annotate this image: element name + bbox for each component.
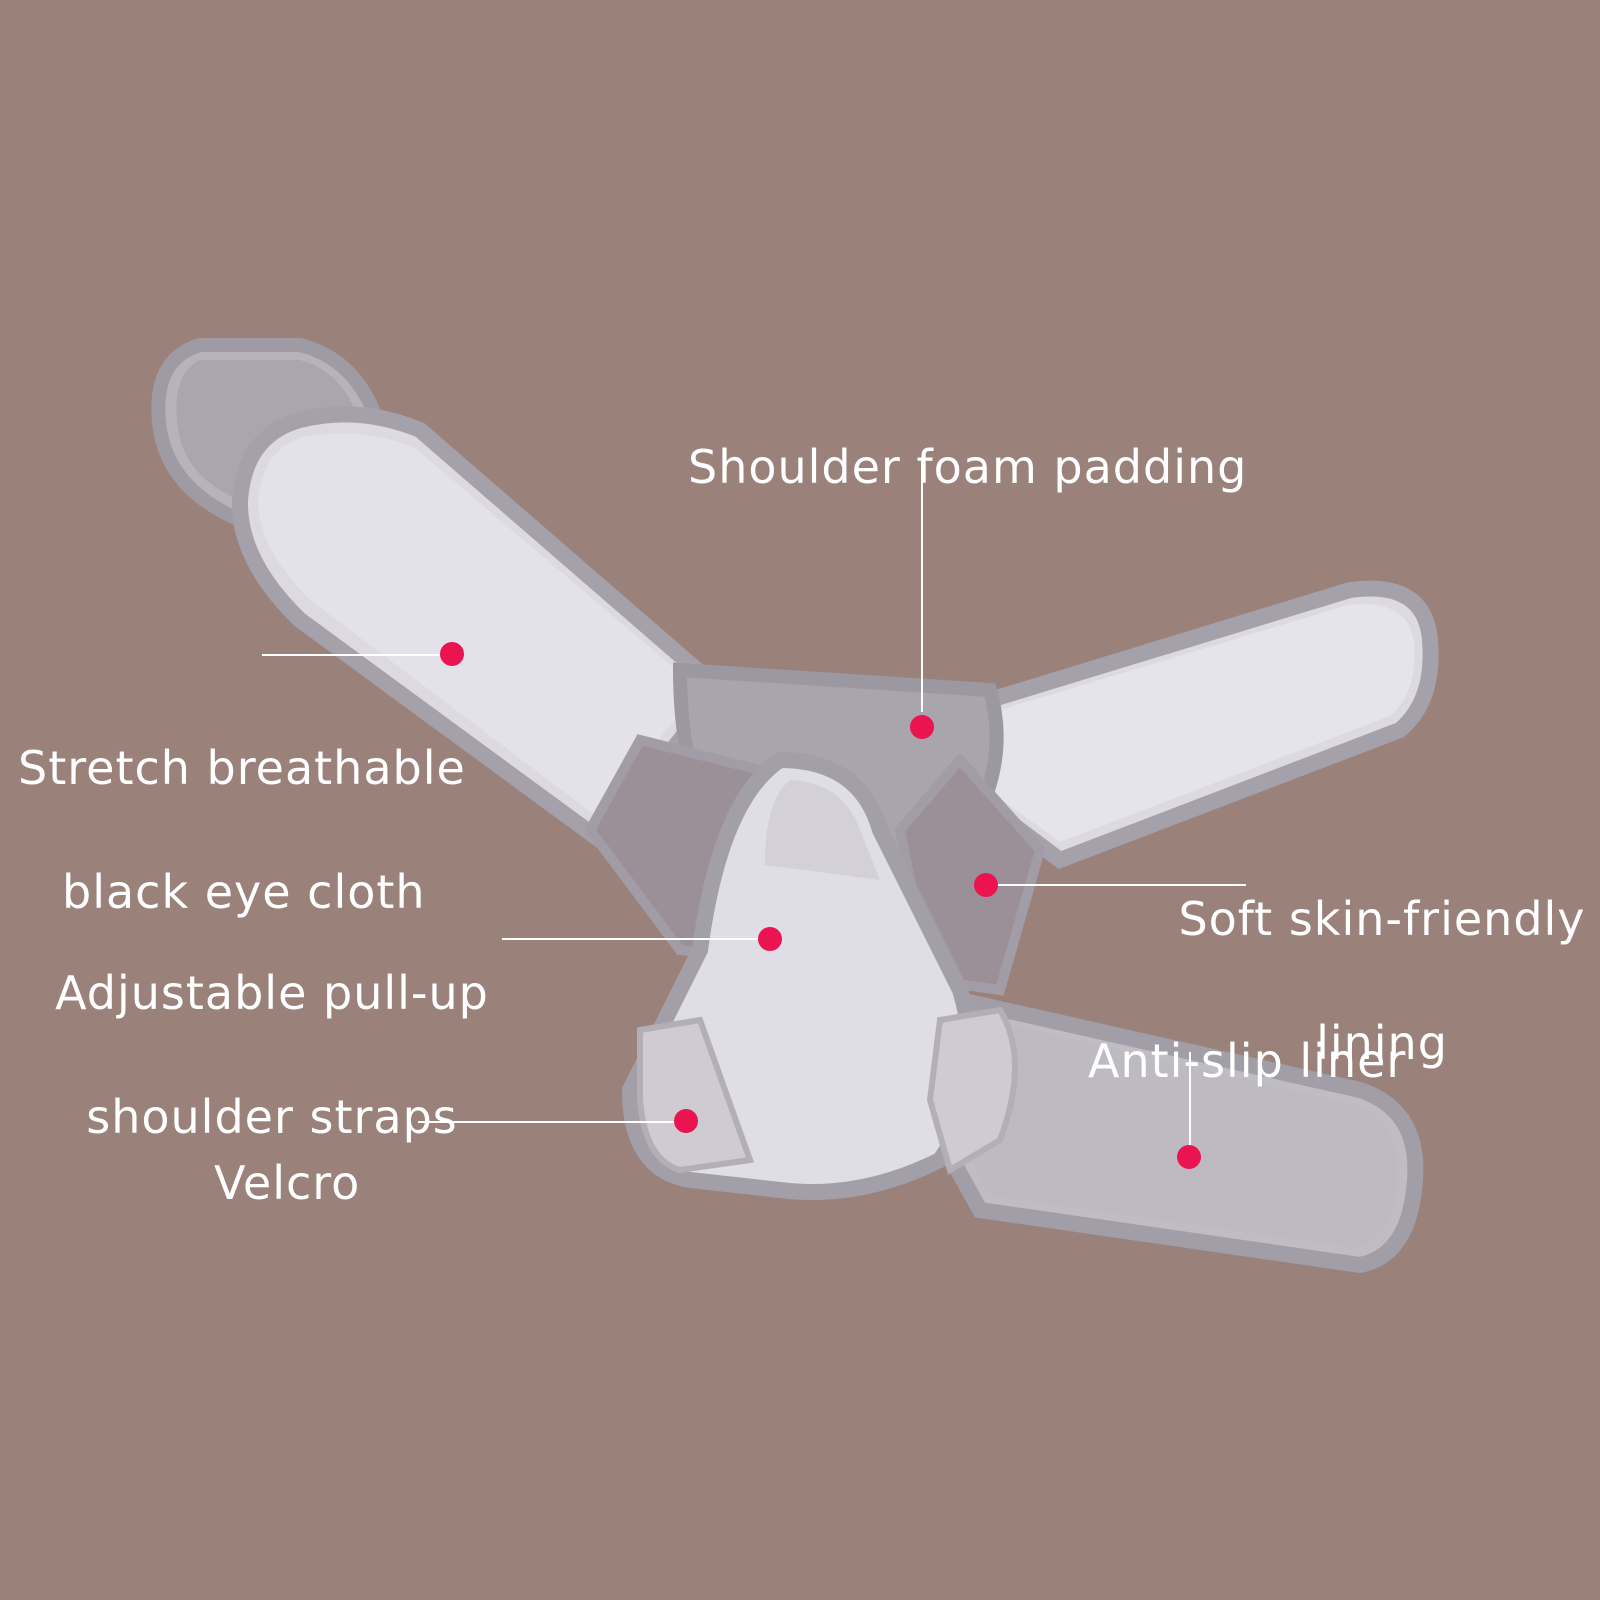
label-stretch-breathable-cloth: Stretch breathable black eye cloth xyxy=(18,675,498,985)
right-strap xyxy=(971,580,1439,870)
marker-adjustable-straps xyxy=(758,927,782,951)
label-line: Velcro xyxy=(214,1156,361,1210)
label-line: Stretch breathable xyxy=(18,741,466,795)
label-adjustable-straps: Adjustable pull-up shoulder straps xyxy=(52,900,492,1210)
label-line: Soft skin-friendly xyxy=(1178,892,1586,946)
label-line: lining xyxy=(1316,1016,1448,1070)
leader-line-stretch-cloth xyxy=(262,654,452,656)
label-line: Anti-slip liner xyxy=(1088,1034,1407,1088)
marker-soft-lining xyxy=(974,873,998,897)
pull-up-strap xyxy=(621,751,1018,1200)
label-line: black eye cloth xyxy=(62,865,426,919)
leader-line-shoulder-foam xyxy=(921,460,923,712)
leader-line-adjustable-straps xyxy=(502,938,770,940)
label-line: Adjustable pull-up xyxy=(55,966,489,1020)
lower-right-strap xyxy=(921,990,1424,1274)
marker-anti-slip xyxy=(1177,1145,1201,1169)
label-line: shoulder straps xyxy=(86,1090,458,1144)
leader-line-anti-slip xyxy=(1189,1052,1191,1156)
leader-line-soft-lining xyxy=(986,884,1246,886)
label-velcro: Velcro xyxy=(214,1090,360,1276)
label-soft-lining: Soft skin-friendly lining xyxy=(1162,826,1600,1136)
leader-line-velcro xyxy=(418,1121,686,1123)
label-anti-slip-liner: Anti-slip liner xyxy=(1088,968,1406,1154)
label-shoulder-foam-padding: Shoulder foam padding xyxy=(688,374,1247,560)
marker-stretch-cloth xyxy=(440,642,464,666)
marker-velcro xyxy=(674,1109,698,1133)
upper-left-strap xyxy=(231,406,732,851)
marker-shoulder-foam xyxy=(910,715,934,739)
label-line: Shoulder foam padding xyxy=(688,440,1248,494)
